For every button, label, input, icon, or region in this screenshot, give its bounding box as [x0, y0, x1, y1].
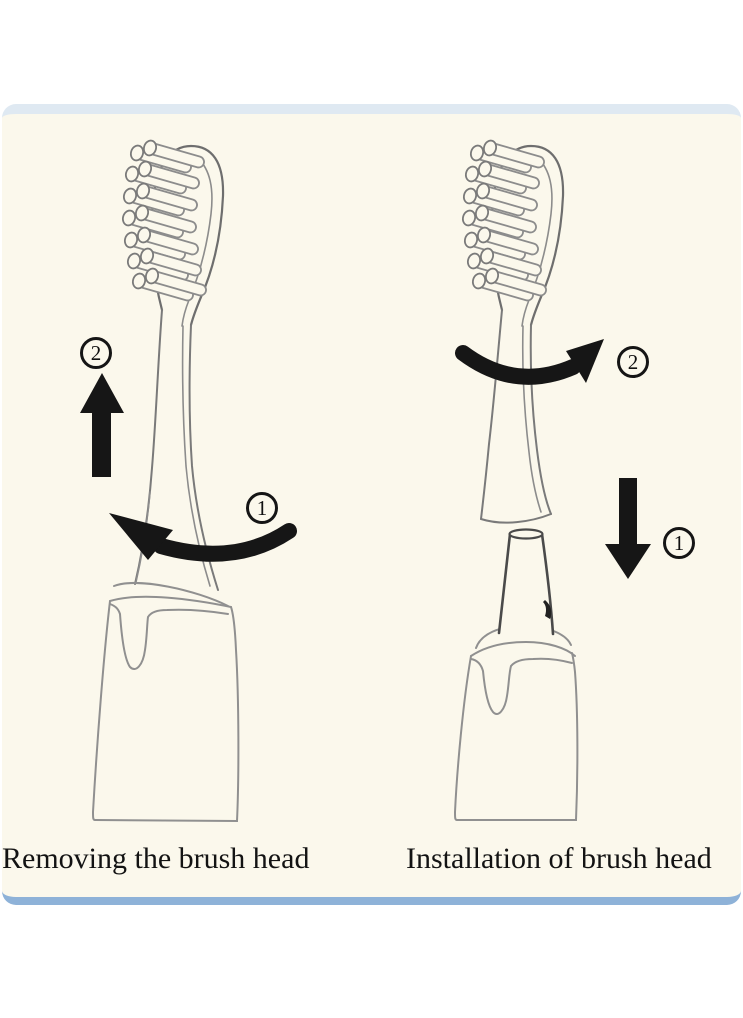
caption-installation-brush-head: Installation of brush head	[406, 842, 712, 875]
toothbrush-install-illustration	[453, 139, 579, 821]
push-down-arrow-icon	[605, 478, 651, 579]
pull-up-arrow-icon	[80, 373, 124, 477]
rotate-ccw-arrow-icon	[109, 513, 297, 562]
step-2-badge-remove: 2	[80, 337, 112, 369]
step-2-badge-install: 2	[617, 346, 649, 378]
toothbrush-remove-illustration	[91, 139, 240, 823]
caption-removing-brush-head: Removing the brush head	[2, 842, 310, 875]
shaft-coupler	[497, 528, 555, 636]
step-1-badge-install: 1	[663, 527, 695, 559]
step-1-badge-remove: 1	[246, 492, 278, 524]
rotate-cw-arrow-icon	[455, 339, 604, 385]
